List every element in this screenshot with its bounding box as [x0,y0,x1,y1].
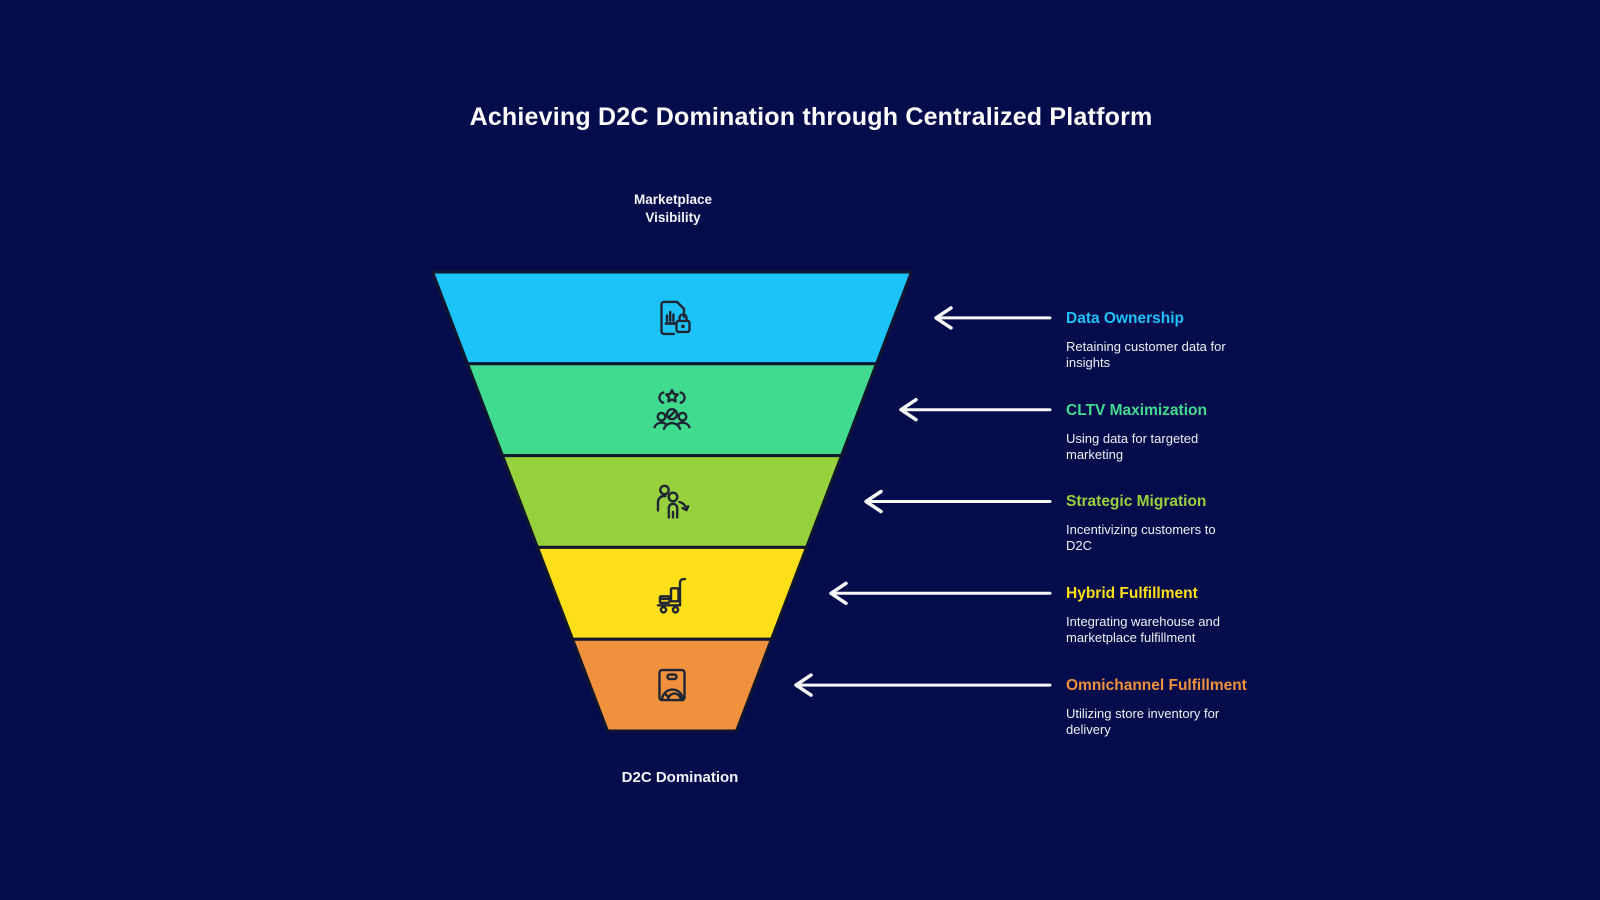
segment-title: Data Ownership [1066,310,1184,327]
funnel-top-label: Marketplace Visibility [633,192,713,225]
arrow-head-icon [829,581,848,606]
segment-title: Omnichannel Fulfillment [1066,677,1247,694]
segment-label-block: Data Ownership Retaining customer data f… [1066,309,1252,371]
segment-label-block: Omnichannel Fulfillment Utilizing store … [1066,676,1252,738]
segment-description: Incentivizing customers to D2C [1066,522,1216,553]
arrow-head-icon [864,489,883,514]
pointer-arrows-group [794,306,1052,697]
arrow-head-icon [899,397,918,422]
segment-title: CLTV Maximization [1066,402,1207,419]
arrow-head-icon [934,306,953,330]
segment-label-block: Strategic Migration Incentivizing custom… [1066,492,1252,554]
segment-description: Using data for targeted marketing [1066,431,1199,462]
funnel-segments-group [430,270,914,733]
segment-label-block: Hybrid Fulfillment Integrating warehouse… [1066,584,1252,646]
segment-title: Strategic Migration [1066,493,1207,510]
segment-description: Retaining customer data for insights [1066,339,1226,370]
segment-description: Utilizing store inventory for delivery [1066,706,1220,737]
funnel-segment [570,637,774,733]
segment-description: Integrating warehouse and marketplace fu… [1066,614,1220,645]
page-title: Achieving D2C Domination through Central… [469,103,1153,131]
segment-title: Hybrid Fulfillment [1066,585,1198,602]
funnel-segment [430,270,914,366]
segment-label-block: CLTV Maximization Using data for targete… [1066,401,1252,463]
arrow-head-icon [794,673,813,697]
funnel-bottom-label: D2C Domination [621,769,739,786]
